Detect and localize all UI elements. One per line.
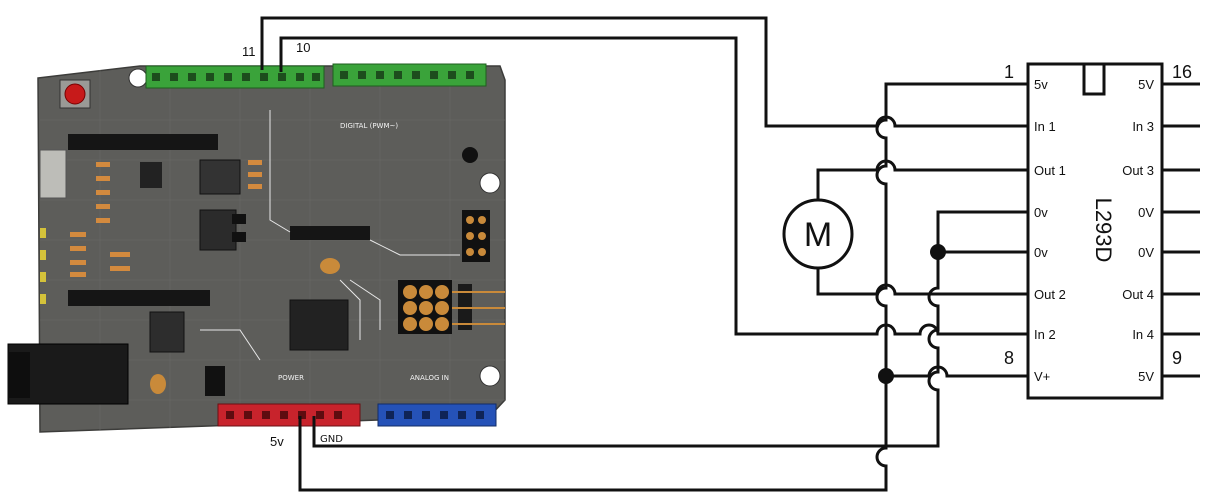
pin-label-right-12: 0V <box>1138 245 1154 260</box>
wire-pin11-in1 <box>260 16 1028 128</box>
pin-number-8: 8 <box>1004 348 1014 368</box>
pin-label-left-1: 5v <box>1034 77 1048 92</box>
arduino-board: DIGITAL (PWM~) <box>7 63 506 433</box>
pin-number-9: 9 <box>1172 348 1182 368</box>
pin-10-label: 10 <box>296 40 310 55</box>
pin-label-left-3: Out 1 <box>1034 163 1066 178</box>
wire-vplus <box>886 365 1028 378</box>
pin-label-left-2: In 1 <box>1034 119 1056 134</box>
analog-header-pins <box>386 411 484 419</box>
wire-5v-bus <box>298 82 1028 492</box>
analog-silk-label: ANALOG IN <box>410 374 449 382</box>
chip-right-pins <box>1162 82 1200 378</box>
pin-label-left-6: Out 2 <box>1034 287 1066 302</box>
pcb-texture <box>40 66 505 430</box>
dc-jack-side <box>8 352 30 398</box>
pin-number-16: 16 <box>1172 62 1192 82</box>
ic-header-top <box>68 134 218 150</box>
wire-pin10-in2 <box>279 36 1028 336</box>
mounting-hole <box>479 365 501 387</box>
digital-header-right <box>332 63 487 87</box>
digital-header-pins <box>152 71 474 81</box>
power-header-pins <box>226 411 342 419</box>
wire-motor-out2 <box>816 266 1028 296</box>
pin-label-left-8: V+ <box>1034 369 1050 384</box>
mounting-hole <box>479 172 501 194</box>
jumper-block-middle <box>398 280 505 334</box>
power-header <box>217 403 361 427</box>
pin-11-label: 11 <box>242 44 256 59</box>
digital-silk-label: DIGITAL (PWM~) <box>340 122 398 130</box>
gnd-label: GND <box>320 434 343 445</box>
pin-label-right-14: Out 3 <box>1122 163 1154 178</box>
chip-name: L293D <box>1091 198 1116 263</box>
mounting-hole <box>128 68 148 88</box>
power-silk-label: POWER <box>278 374 304 382</box>
motor-label: M <box>804 216 832 254</box>
pin-label-right-9: 5V <box>1138 369 1154 384</box>
pin-label-right-13: 0V <box>1138 205 1154 220</box>
reset-button <box>64 83 86 105</box>
analog-header <box>377 403 497 427</box>
pin-label-right-11: Out 4 <box>1122 287 1154 302</box>
junction-dot <box>878 368 894 384</box>
junction-dot <box>930 244 946 260</box>
chip-right-labels: 5V In 3 Out 3 0V 0V Out 4 In 4 5V <box>1122 77 1154 384</box>
chip-left-labels: 5v In 1 Out 1 0v 0v Out 2 In 2 V+ <box>1034 77 1066 384</box>
pin-number-1: 1 <box>1004 62 1014 82</box>
pcb-components <box>39 147 478 396</box>
wire-motor-out1 <box>816 159 1028 202</box>
pin-label-right-10: In 4 <box>1132 327 1154 342</box>
pin-label-right-16: 5V <box>1138 77 1154 92</box>
pcb-traces <box>200 110 460 361</box>
motor: M <box>782 198 854 270</box>
ic-header-bottom <box>68 290 210 306</box>
jumper-block-right <box>462 210 490 262</box>
pin-label-left-4: 0v <box>1034 205 1048 220</box>
l293d-chip: L293D <box>1026 62 1164 400</box>
pin-label-right-15: In 3 <box>1132 119 1154 134</box>
chip-notch <box>1082 62 1106 96</box>
pin-label-left-5: 0v <box>1034 245 1048 260</box>
5v-label: 5v <box>270 434 284 449</box>
pin-label-left-7: In 2 <box>1034 327 1056 342</box>
chip-body <box>1026 62 1164 400</box>
